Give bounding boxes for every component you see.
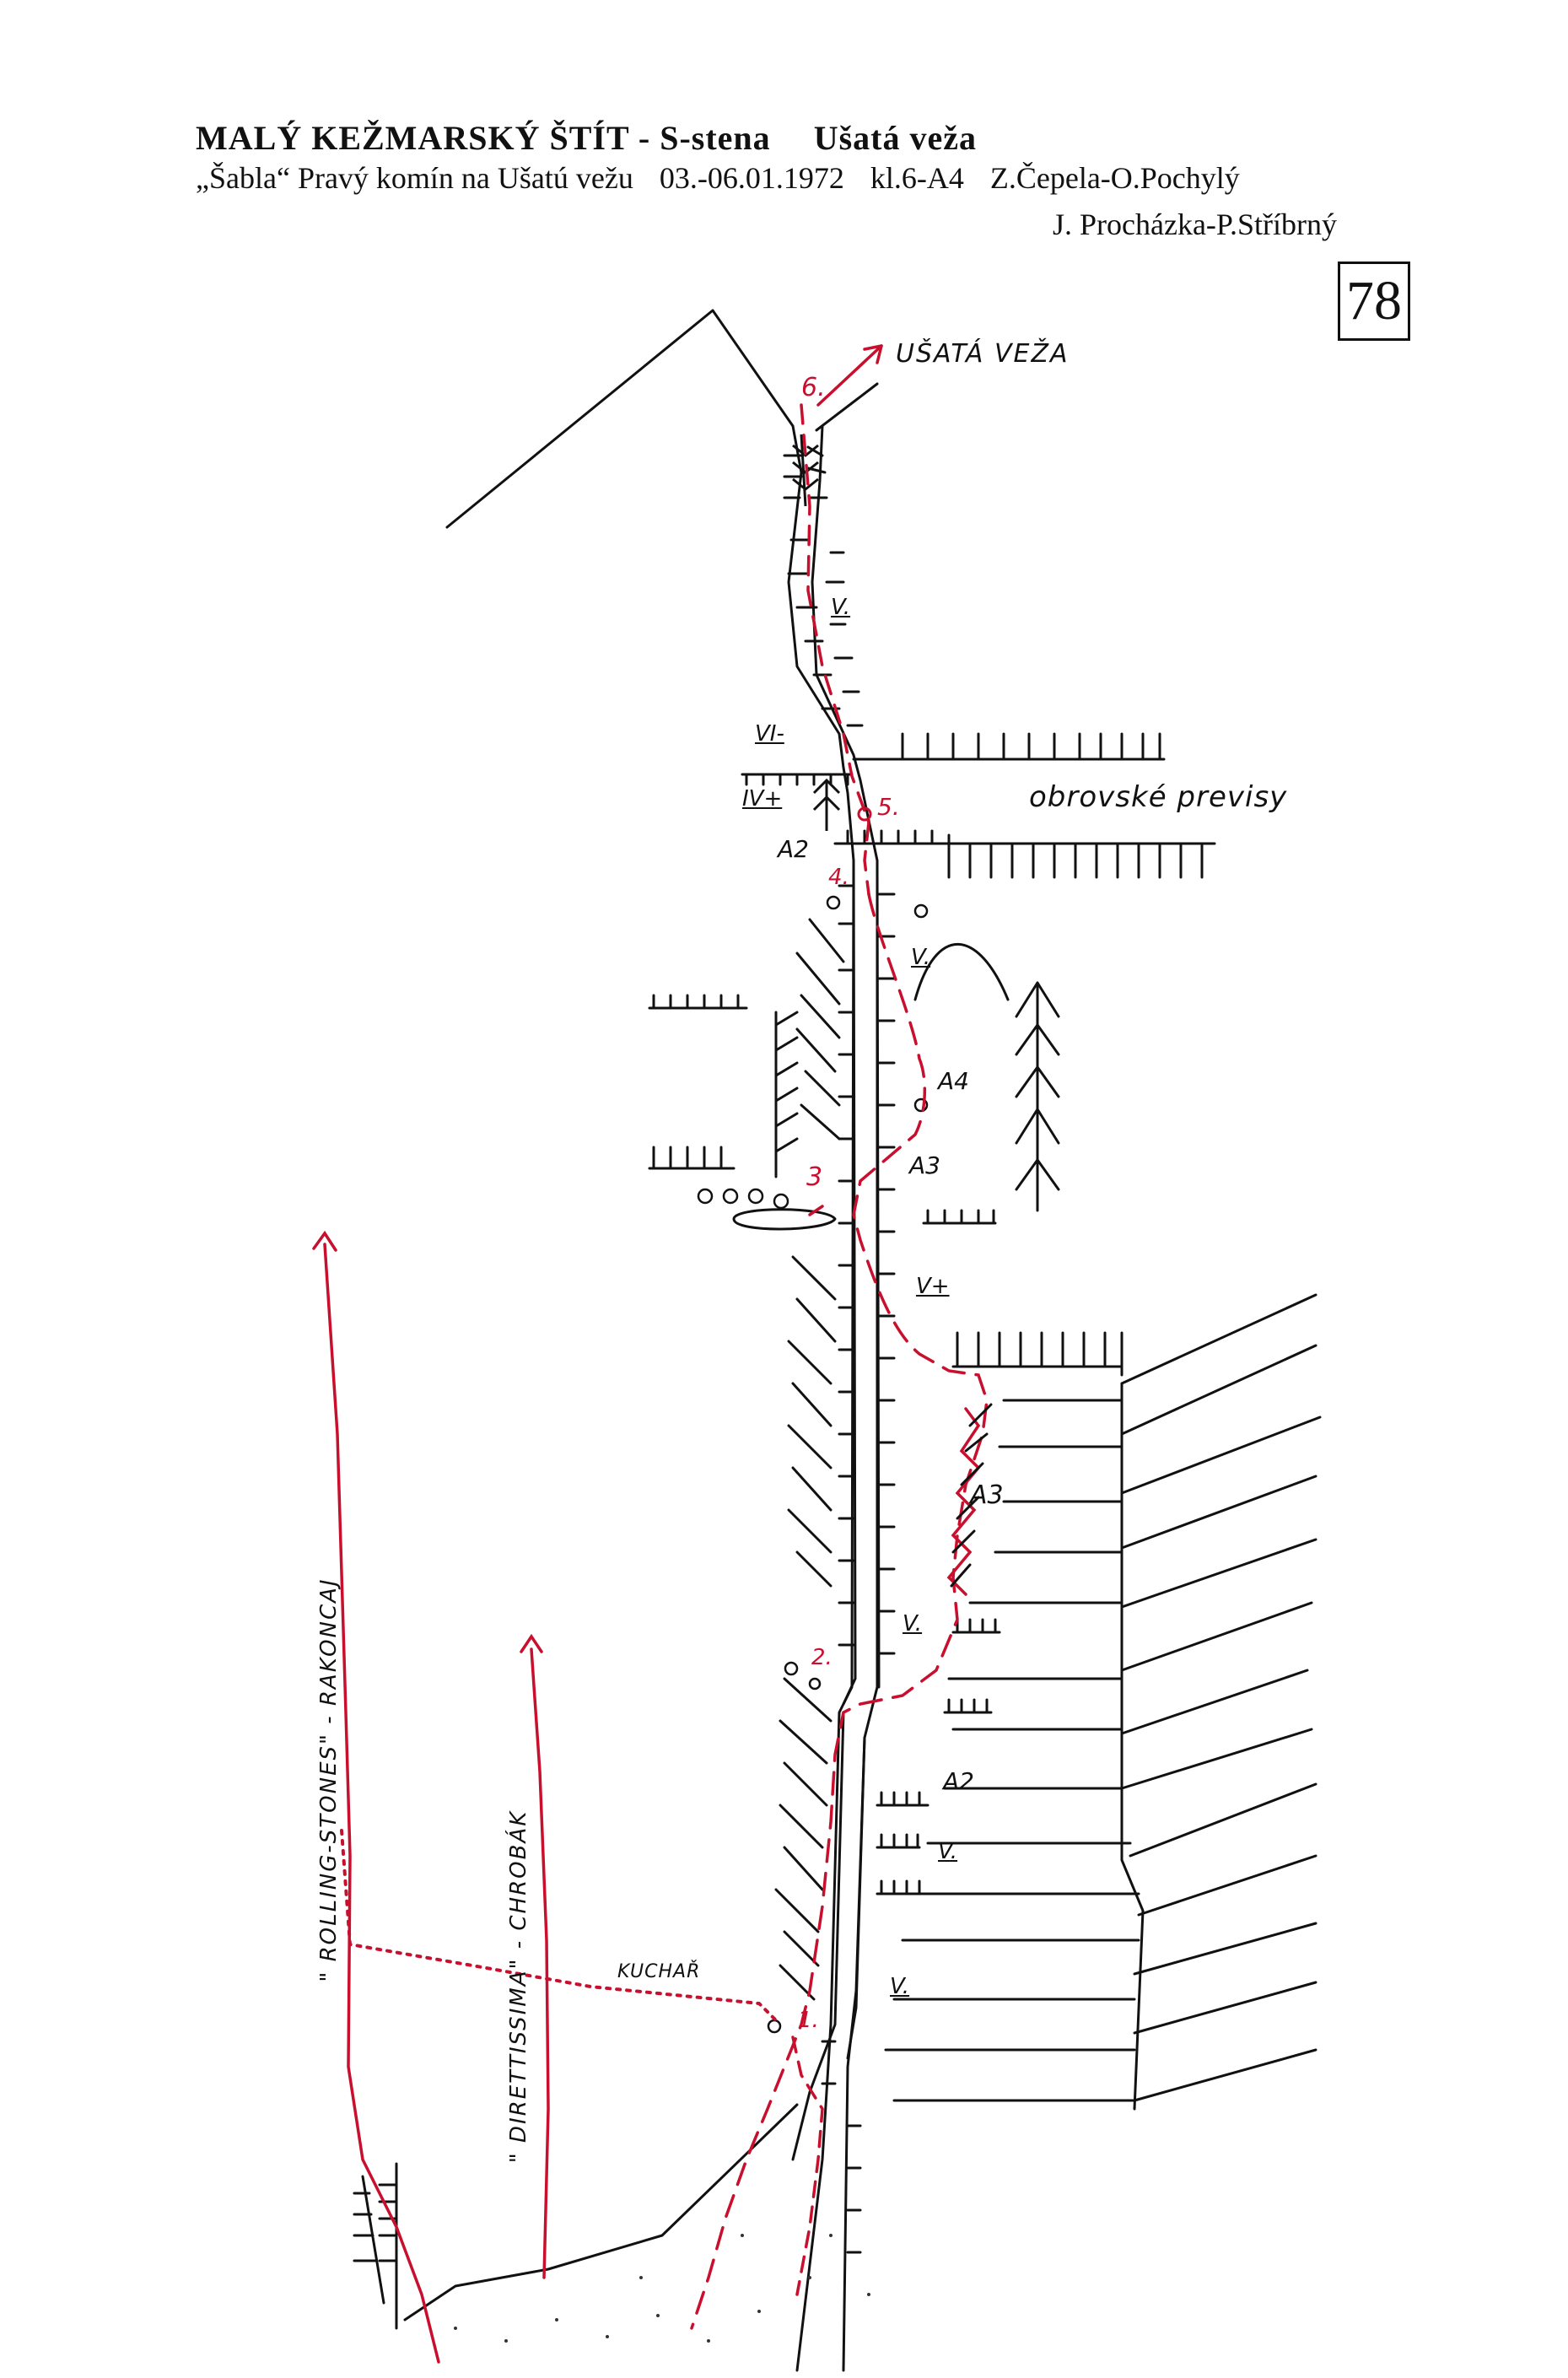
grade-label: A2 <box>943 1767 974 1795</box>
overhang-hatching-upper <box>901 732 1161 761</box>
route-authors-2: J. Procházka-P.Stříbrný <box>1053 208 1337 241</box>
header-title: MALÝ KEŽMARSKÝ ŠTÍT - S-stena Ušatá veža <box>196 118 977 158</box>
grade-label: V+ <box>916 1274 950 1299</box>
route-rolling-stones-line <box>323 1243 440 2364</box>
left-slabs-hatching <box>774 918 845 2001</box>
chimney-wall-left <box>787 424 855 2372</box>
protection-symbols <box>697 895 929 2034</box>
ledge-left-upper <box>741 773 854 786</box>
summit-label: UŠATÁ VEŽA <box>896 339 1070 369</box>
grade-label: A3 <box>909 1151 940 1179</box>
pillar-ticks <box>838 884 896 1655</box>
grade-label: VI- <box>755 721 784 747</box>
route-upper-chimney <box>800 403 870 896</box>
small-ledges-right <box>876 1618 1001 1895</box>
ledge-belay-3 <box>732 1208 837 1231</box>
belay-1-label: 1. <box>798 2008 819 2033</box>
pillar-left-edge <box>842 859 857 1706</box>
traverse-label: KUCHAŘ <box>617 1961 701 1982</box>
tower-name: Ušatá veža <box>813 119 977 157</box>
route-dates: 03.-06.01.1972 <box>659 161 844 195</box>
grade-label: V. <box>831 595 851 620</box>
route-summit-arrow <box>816 344 883 407</box>
summit-ridge-right <box>815 382 879 432</box>
overhang-right-mid <box>951 1331 1123 1377</box>
overhang-band-lower <box>833 829 1216 879</box>
crack-chevrons <box>812 778 841 831</box>
grade-label: IV+ <box>742 786 783 812</box>
mountain-name: MALÝ KEŽMARSKÝ ŠTÍT - S-stena <box>196 119 771 157</box>
lower-gully-ticks <box>821 2040 862 2254</box>
lower-gully-left <box>791 1711 845 2161</box>
route-belay3-link <box>808 1205 824 1216</box>
base-slope-left <box>403 2103 799 2321</box>
bolt-marker <box>826 895 841 910</box>
route-direttissima-arrowhead <box>520 1633 543 1653</box>
lower-gully-right <box>846 1736 866 2060</box>
belay-3-label: 3 <box>806 1162 823 1192</box>
belay-6-label: 6. <box>801 373 826 402</box>
ledge-left-b <box>648 1146 736 1170</box>
route-a3-zigzag <box>946 1407 981 1596</box>
chimney-chevrons <box>792 434 819 507</box>
overhang-label: obrovské previsy <box>1029 780 1288 814</box>
chimney-ticks-upper <box>783 445 864 727</box>
belay-2-label: 2. <box>811 1645 832 1670</box>
bolt-marker <box>913 903 929 919</box>
belay-5-label: 5. <box>877 793 900 821</box>
scree-dots <box>454 2234 870 2343</box>
belay-5-circle <box>857 806 872 822</box>
a3-hatching <box>950 1403 993 1588</box>
grade-label: A2 <box>778 835 809 863</box>
belay-4-label: 4. <box>828 865 849 890</box>
bolt-marker <box>722 1188 739 1205</box>
summit-ridge-left <box>445 309 795 529</box>
grade-label: V. <box>911 945 931 970</box>
route-direttissima-line <box>530 1647 550 2279</box>
bolt-marker <box>767 2019 782 2034</box>
grade-label: V. <box>938 1839 958 1864</box>
ledge-right-a <box>922 1209 997 1225</box>
arch-feature <box>913 942 1010 1001</box>
route-main <box>690 892 989 2330</box>
bolt-marker <box>913 1097 929 1113</box>
route-summit-arrowhead <box>863 344 883 364</box>
route-name: „Šabla“ Pravý komín na Ušatú vežu <box>196 161 633 195</box>
grade-label: A4 <box>938 1067 969 1095</box>
slab-diagonals-right <box>1120 1293 1322 2102</box>
route-kuchar-dotted <box>340 1829 778 2022</box>
page-number: 78 <box>1338 262 1410 341</box>
grade-label: V. <box>890 1974 910 1999</box>
base-wall-ticks-a <box>378 2162 398 2330</box>
route-grade: kl.6-A4 <box>870 161 964 195</box>
grade-label: V. <box>903 1611 923 1637</box>
route-rolling-stones-arrowhead <box>312 1230 337 1252</box>
route-lines <box>312 344 993 2364</box>
chimney-wall-right <box>811 424 879 2372</box>
bolt-marker <box>808 1677 822 1690</box>
bolt-marker <box>747 1188 764 1205</box>
slab-edge-right <box>1120 1382 1145 2111</box>
bolt-marker <box>773 1193 789 1210</box>
base-wall-ticks-b <box>353 2175 385 2305</box>
grade-label: A3 <box>970 1480 1004 1510</box>
bolt-marker <box>784 1661 799 1676</box>
route-start-variant <box>791 2036 824 2296</box>
header-route-line: „Šabla“ Pravý komín na Ušatú vežu 03.-06… <box>196 160 1258 196</box>
ledge-left-a <box>648 994 748 1010</box>
belay-circles <box>857 806 872 822</box>
route-label-rolling-stones: " ROLLING-STONES" - RAKONCAJ <box>316 1577 342 1982</box>
route-label-direttissima: " DIRETTISSIMA" - CHROBÁK <box>506 1809 531 2164</box>
bolt-marker <box>697 1188 714 1205</box>
route-authors-1: Z.Čepela-O.Pochylý <box>989 161 1240 195</box>
left-wall-hatching <box>774 1011 799 1178</box>
slab-horizontals-right <box>884 1399 1140 2102</box>
tree-symbol <box>1015 981 1060 1212</box>
